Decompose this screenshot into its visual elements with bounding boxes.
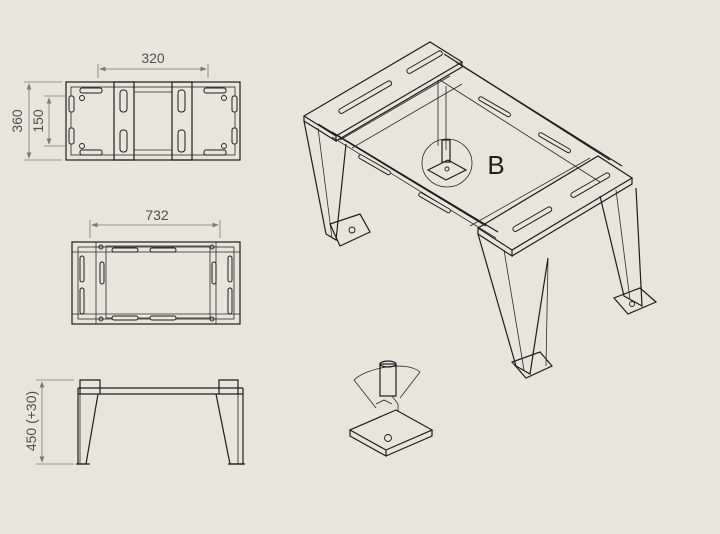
- dimension-label-150: 150: [30, 109, 46, 133]
- dimension-label-320: 320: [141, 50, 165, 66]
- dimension-top-width: 320: [97, 50, 209, 78]
- detail-b-view: [348, 360, 434, 458]
- isometric-view: B: [302, 41, 658, 379]
- dimension-top-depth-inner: 150: [30, 95, 66, 147]
- dimension-label-732: 732: [145, 207, 169, 223]
- front-view: [71, 241, 241, 325]
- dimension-top-depth-outer: 360: [9, 81, 62, 161]
- detail-label-b: B: [487, 150, 504, 180]
- dimension-front-width: 732: [89, 207, 221, 238]
- top-view: [65, 81, 241, 161]
- dimension-label-360: 360: [9, 109, 25, 133]
- side-view: [76, 379, 245, 465]
- dimension-label-450: 450 (+30): [23, 391, 39, 451]
- dimension-side-height: 450 (+30): [23, 379, 74, 465]
